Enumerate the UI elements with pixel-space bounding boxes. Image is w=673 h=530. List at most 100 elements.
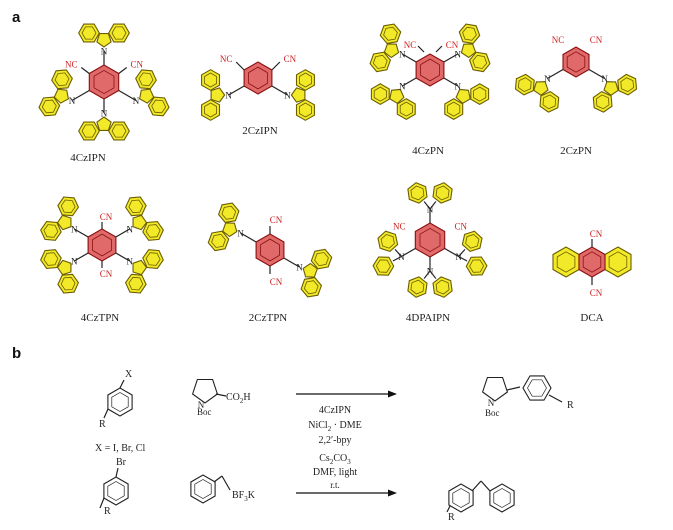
mol-4dpaipn-dpa-right-phenyl-0	[461, 230, 483, 253]
mol-4czpn-cz-ul-pyrrole	[383, 43, 400, 59]
mol-4dpaipn-bond-right	[444, 247, 459, 258]
mol-2czpn-cz-lr-ring-right-inner	[620, 77, 635, 93]
compound-name-4cztpn: 4CzTPN	[81, 312, 120, 324]
mol-4dpaipn-dpa-bottom-phenyl-0	[432, 276, 453, 298]
mol-4czpn-bond-lr	[443, 77, 459, 87]
mol-4czpn-cn-right: CN	[446, 40, 459, 50]
mol-4cztpn-bond-ll	[73, 252, 89, 262]
mol-4czipn-cz-left-n-label: N	[69, 96, 76, 106]
aryl-bromide-ring-inner	[107, 481, 125, 501]
mol-2czpn-core-inner	[566, 51, 586, 73]
mol-4dpaipn-dpa-left-bond-1	[394, 248, 402, 257]
mol-4dpaipn-dpa-bottom-phenyl-0-inner	[435, 279, 450, 295]
mol-4czipn-bond-cn-left	[80, 67, 90, 74]
condition-nickel: NiCl2 · DME	[308, 420, 362, 433]
mol-4cztpn-cz-ul-ring-left	[57, 196, 80, 217]
proline-ring	[191, 378, 219, 404]
mol-4czipn-cz-right-n-label: N	[133, 96, 140, 106]
mol-4cztpn-bond-lr	[115, 252, 131, 262]
mol-2czipn-cz-left-pyrrole	[210, 87, 226, 103]
mol-4czipn-cz-top-ring-right	[78, 23, 100, 43]
reaction-arrow-2-head	[388, 489, 397, 497]
mol-2czpn-cz-lr-ring-left	[592, 90, 613, 113]
proline-n-label: N	[198, 400, 205, 410]
mol-4cztpn-bond-ul	[73, 228, 89, 238]
diarylmethane-ring-left	[448, 483, 474, 513]
mol-4czpn-nc-left: NC	[404, 40, 417, 50]
mol-4cztpn-cz-lr-ring-right-inner	[145, 252, 161, 266]
mol-dca-core-inner	[582, 251, 602, 273]
diarylmethane-ring-right-inner	[493, 488, 511, 508]
mol-4dpaipn-dpa-left-phenyl-1	[377, 230, 399, 253]
mol-4czpn-cz-ur-ring-right	[458, 23, 481, 44]
mol-4dpaipn-dpa-top-phenyl-0	[407, 182, 428, 204]
mol-4czpn-cz-ur-pyrrole	[460, 43, 477, 59]
mol-4czipn-cn-right: CN	[130, 60, 143, 70]
mol-4cztpn-cz-ur-ring-left-inner	[145, 224, 161, 238]
mol-4czipn-cz-right-ring-right	[135, 69, 157, 90]
mol-4dpaipn-dpa-bottom-phenyl-1-inner	[410, 279, 425, 295]
product-r: R	[567, 400, 574, 411]
mol-4czipn-cz-top-ring-left-inner	[111, 26, 127, 40]
mol-4cztpn-cz-ll-ring-left	[40, 249, 62, 269]
mol-4cztpn-core-inner	[92, 233, 112, 257]
mol-2czipn-nc-left: NC	[220, 54, 233, 64]
mol-dca-cn-bottom: CN	[590, 288, 603, 298]
panel-label-b: b	[12, 345, 21, 362]
mol-2czpn-cz-ll-ring-left	[514, 73, 535, 96]
mol-2cztpn-bond-lr	[283, 257, 300, 268]
mol-2czpn-cn-right: CN	[590, 35, 603, 45]
mol-2cztpn-cz-lr-ring-left-inner	[303, 280, 319, 295]
mol-4czipn-cz-bottom-ring-left	[78, 121, 100, 141]
mol-2cztpn-cn-bottom: CN	[270, 277, 283, 287]
halide-scope: X = I, Br, Cl	[95, 443, 145, 454]
mol-4czpn-bond-cn-right	[435, 45, 443, 53]
diarylmethane-r: R	[448, 512, 455, 523]
benzyl-ring-inner	[194, 479, 212, 499]
mol-4czipn-bond-left	[71, 89, 90, 102]
mol-4cztpn-cz-ul-pyrrole	[56, 214, 72, 231]
mol-4czipn-cz-left-pyrrole	[53, 88, 70, 104]
mol-4czpn-cz-ll-n-label: N	[399, 82, 406, 92]
mol-4czpn-cz-ll-pyrrole	[389, 88, 405, 104]
mol-2cztpn-cz-ul-ring-left	[217, 202, 240, 223]
mol-4czipn-bond-right	[118, 89, 137, 102]
mol-2czipn-cz-left-n-label: N	[225, 91, 232, 101]
mol-4cztpn-cz-lr-ring-left	[124, 273, 147, 294]
mol-4dpaipn-dpa-bottom-n-label: N	[427, 267, 434, 277]
mol-dca-ring-left-inner	[556, 251, 576, 273]
mol-4cztpn-cz-ll-ring-right-inner	[60, 276, 76, 291]
mol-4dpaipn-dpa-right-n-label: N	[455, 252, 462, 262]
mol-2cztpn-cz-ul-n-label: N	[237, 229, 244, 239]
benzyl-ring	[190, 474, 216, 504]
product-bond-r	[548, 394, 563, 403]
mol-4cztpn-cn-bottom: CN	[100, 269, 113, 279]
mol-4cztpn-cz-ur-ring-right	[124, 196, 147, 217]
mol-4czpn-cz-ul-ring-left	[379, 23, 402, 44]
mol-4dpaipn-dpa-left-bond-0	[392, 255, 402, 262]
proline-boc: Boc	[197, 407, 212, 417]
mol-4cztpn-cz-lr-pyrrole	[132, 259, 148, 276]
mol-4czpn-core-inner	[420, 58, 440, 82]
mol-4czpn-cz-lr-n-label: N	[454, 82, 461, 92]
mol-4czipn-cz-bottom-ring-right	[108, 121, 130, 141]
diarylmethane-ring-right	[489, 483, 515, 513]
proline-co2h: CO2H	[226, 392, 251, 405]
compound-name-dca: DCA	[580, 312, 603, 324]
mol-2czipn-cz-right-n-label: N	[284, 91, 291, 101]
mol-2cztpn-cz-lr-pyrrole	[302, 262, 318, 278]
product-bond-aryl	[506, 386, 521, 391]
mol-4czipn-cz-bottom-n-label: N	[101, 109, 108, 119]
aryl-halide-bond-x	[119, 379, 125, 389]
mol-2czpn-core	[562, 46, 590, 78]
aryl-halide-bond-r	[103, 408, 109, 419]
diarylmethane-bond-r	[446, 505, 451, 513]
condition-base: Cs2CO3	[319, 453, 351, 466]
condition-solvent: DMF, light	[313, 467, 357, 478]
mol-4dpaipn-dpa-top-phenyl-1	[432, 182, 453, 204]
mol-4dpaipn-dpa-right-phenyl-0-inner	[465, 234, 480, 249]
mol-2czpn-cz-ll-pyrrole	[533, 81, 549, 96]
mol-4dpaipn-dpa-top-bond-0	[423, 201, 431, 210]
